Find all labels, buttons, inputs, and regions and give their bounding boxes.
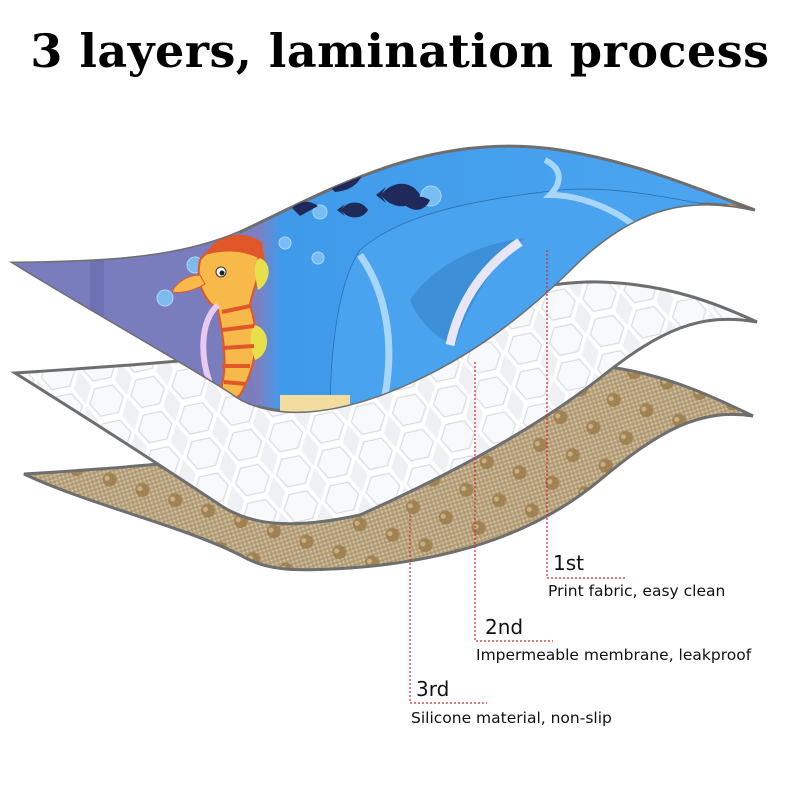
callout-description: Impermeable membrane, leakproof — [476, 646, 752, 664]
leader-line-1 — [546, 250, 625, 579]
leader-lines — [409, 250, 625, 704]
callout-description: Print fabric, easy clean — [548, 582, 726, 600]
callout-number: 3rd — [416, 677, 450, 701]
page-title: 3 layers, lamination process — [30, 24, 770, 78]
seahorse-illustration — [171, 234, 269, 402]
leader-line-2 — [474, 362, 553, 642]
callout-number: 1st — [553, 551, 584, 575]
callout-number: 2nd — [485, 615, 524, 639]
leader-line-3 — [409, 515, 487, 704]
callout-description: Silicone material, non-slip — [411, 709, 612, 727]
